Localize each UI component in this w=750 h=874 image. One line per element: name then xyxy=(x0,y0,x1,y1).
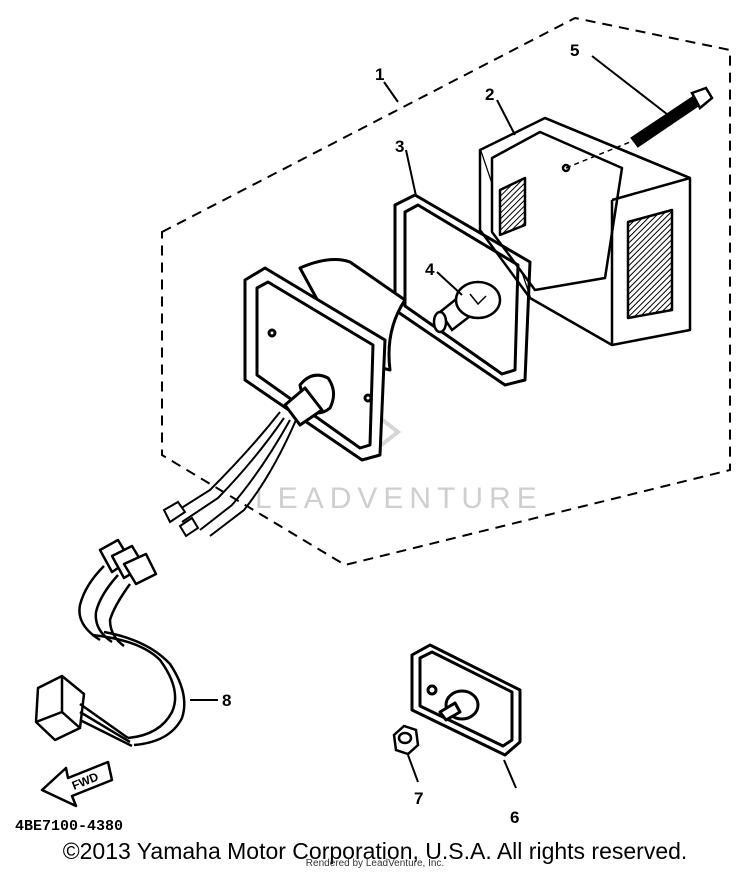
callout-3: 3 xyxy=(395,137,404,156)
nut xyxy=(392,724,420,783)
bulb xyxy=(432,280,502,334)
fwd-direction-arrow: FWD xyxy=(40,760,114,808)
callout-4: 4 xyxy=(425,260,435,279)
callout-8: 8 xyxy=(222,691,231,710)
callout-7: 7 xyxy=(414,789,423,808)
callout-2: 2 xyxy=(485,85,494,104)
callout-6: 6 xyxy=(510,808,519,827)
copyright-notice: ©2013 Yamaha Motor Corporation, U.S.A. A… xyxy=(62,838,688,864)
diagram-part-code: 4BE7100-4380 xyxy=(15,818,123,835)
lamp-wire-leads xyxy=(162,411,297,538)
callout-1: 1 xyxy=(375,65,384,84)
rendered-by-notice: Rendered by LeadVenture, Inc. xyxy=(305,858,445,869)
screw xyxy=(565,86,714,169)
callout-leaders xyxy=(383,55,673,296)
lead-wire-harness xyxy=(34,538,218,748)
lens-assembly xyxy=(243,258,407,462)
leadventure-watermark: LEADVENTURE xyxy=(255,415,543,515)
tail-light-housing xyxy=(478,116,692,347)
svg-text:LEADVENTURE: LEADVENTURE xyxy=(255,482,543,515)
license-lamp-base xyxy=(410,643,522,789)
assembly-outline xyxy=(161,16,731,567)
callout-5: 5 xyxy=(570,41,579,60)
